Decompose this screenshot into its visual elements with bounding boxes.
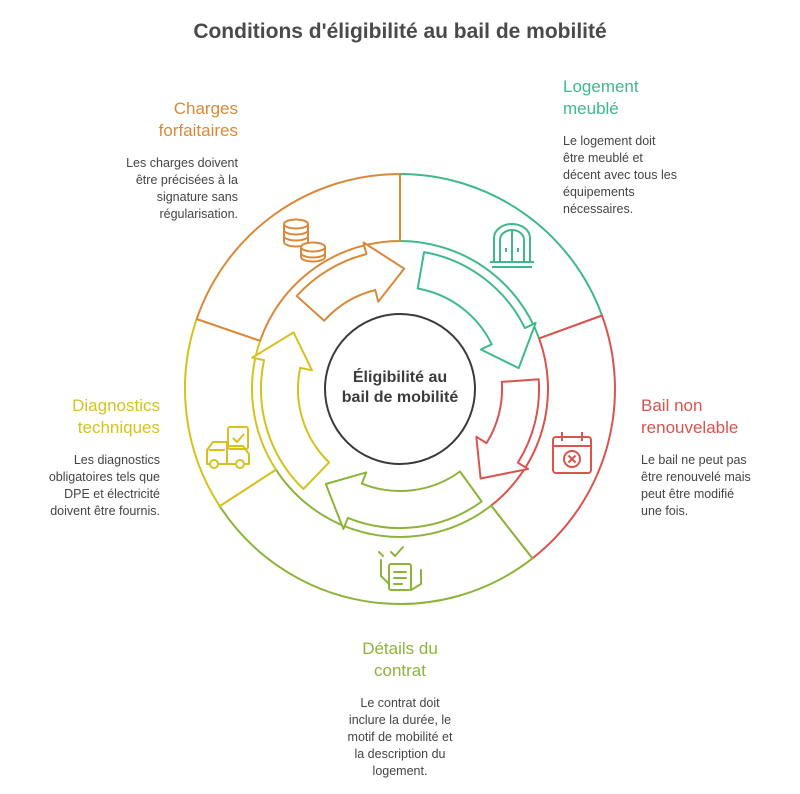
bail-desc-line-2: être renouvelé mais	[641, 470, 751, 484]
inspection-truck-icon	[206, 426, 250, 469]
charges-title-line-2: forfaitaires	[158, 121, 238, 140]
charges-desc-line-4: régularisation.	[159, 207, 238, 221]
charges-desc-line-3: signature sans	[156, 190, 238, 204]
contrat-desc-line-5: logement.	[372, 764, 428, 778]
contrat-block: Détails du contrat Le contrat doit inclu…	[300, 638, 500, 780]
logement-desc-line-3: décent avec tous les	[563, 168, 677, 182]
logement-block: Logement meublé Le logement doit être me…	[563, 76, 743, 218]
center-label: Éligibilité au bail de mobilité	[330, 368, 470, 408]
diagnostics-title-line-1: Diagnostics	[72, 396, 160, 415]
logement-title-line-2: meublé	[563, 99, 619, 118]
contrat-desc-line-4: la description du	[354, 747, 446, 761]
bail-title: Bail non renouvelable	[641, 395, 796, 439]
bail-desc-line-4: une fois.	[641, 504, 689, 518]
charges-desc-line-2: être précisées à la	[135, 173, 238, 187]
calendar-cancel-icon	[552, 432, 592, 474]
charges-title: Charges forfaitaires	[70, 98, 238, 142]
charges-arrow	[295, 241, 406, 322]
charges-outer-segment	[195, 173, 401, 342]
diagnostics-desc-line-4: doivent être fournis.	[50, 504, 160, 518]
bail-arrow	[475, 378, 541, 480]
contrat-title-line-2: contrat	[374, 661, 426, 680]
diagram-title: Conditions d'éligibilité au bail de mobi…	[193, 20, 607, 43]
charges-desc-line-1: Les charges doivent	[126, 156, 238, 170]
charges-title-line-1: Charges	[173, 99, 238, 118]
center-label-line-2: bail de mobilité	[341, 389, 459, 406]
logement-desc-line-2: être meublé et	[563, 151, 643, 165]
diagnostics-title-line-2: techniques	[77, 418, 160, 437]
diagnostics-arrow	[251, 331, 331, 490]
contrat-title: Détails du contrat	[300, 638, 500, 682]
logement-arrow	[416, 251, 537, 370]
bail-desc-line-1: Le bail ne peut pas	[641, 453, 747, 467]
contrat-arrow	[324, 470, 483, 530]
contrat-outer-segment	[218, 468, 534, 605]
logement-desc-line-5: nécessaires.	[563, 202, 634, 216]
center-circle	[324, 313, 476, 465]
center-label-line-1: Éligibilité au	[352, 369, 448, 386]
contrat-title-line-1: Détails du	[362, 639, 438, 658]
bail-desc-line-3: peut être modifié	[641, 487, 735, 501]
contract-checklist-icon	[378, 546, 422, 591]
logement-desc-line-4: équipements	[563, 185, 635, 199]
diagnostics-block: Diagnostics techniques Les diagnostics o…	[20, 395, 160, 520]
coins-stack-icon	[283, 218, 326, 263]
diagnostics-title: Diagnostics techniques	[20, 395, 160, 439]
bail-title-line-1: Bail non	[641, 396, 703, 415]
arrow-ring	[251, 241, 541, 530]
contrat-desc-line-2: inclure la durée, le	[348, 713, 452, 727]
logement-title-line-1: Logement	[563, 77, 639, 96]
logement-title: Logement meublé	[563, 76, 743, 120]
diagnostics-description: Les diagnostics obligatoires tels que DP…	[20, 452, 160, 520]
logement-desc-line-1: Le logement doit	[563, 134, 656, 148]
diagnostics-desc-line-2: obligatoires tels que	[48, 470, 160, 484]
logement-description: Le logement doit être meublé et décent a…	[563, 133, 743, 218]
bail-description: Le bail ne peut pas être renouvelé mais …	[641, 452, 796, 520]
contrat-desc-line-1: Le contrat doit	[360, 696, 440, 710]
furnished-window-icon	[490, 223, 534, 268]
contrat-desc-line-3: motif de mobilité et	[347, 730, 453, 744]
charges-block: Charges forfaitaires Les charges doivent…	[70, 98, 238, 223]
outer-ring	[184, 173, 616, 605]
bail-outer-segment	[490, 314, 616, 560]
bail-title-line-2: renouvelable	[641, 418, 739, 437]
diagnostics-desc-line-3: DPE et électricité	[64, 487, 160, 501]
contrat-description: Le contrat doit inclure la durée, le mot…	[300, 695, 500, 780]
charges-description: Les charges doivent être précisées à la …	[70, 155, 238, 223]
diagnostics-desc-line-1: Les diagnostics	[73, 453, 160, 467]
bail-block: Bail non renouvelable Le bail ne peut pa…	[641, 395, 796, 520]
